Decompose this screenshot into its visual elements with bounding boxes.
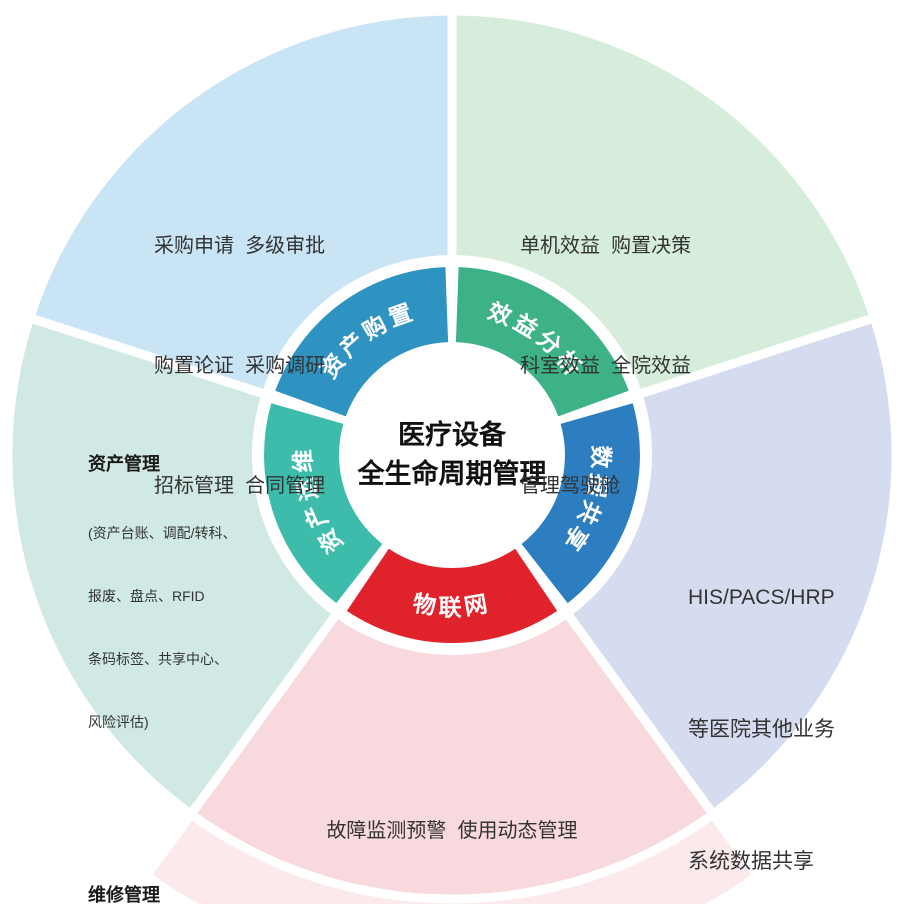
ops-block-title: 资产管理 [88, 454, 160, 474]
ring-label-iot: 物联网 [411, 590, 493, 620]
text-line: HIS/PACS/HRP [688, 586, 835, 609]
ops-block-title: 维修管理 [88, 885, 160, 904]
sector-text-data-sharing: HIS/PACS/HRP 等医院其他业务 系统数据共享 [688, 488, 835, 904]
center-title-line1: 医疗设备 [398, 419, 506, 450]
sector-text-benefit: 单机效益 购置决策 科室效益 全院效益 管理驾驶舱 [520, 146, 691, 586]
text-line: 故障监测预警 使用动态管理 [326, 820, 578, 842]
ring-iot [346, 548, 558, 644]
text-line: 招标管理 合同管理 [154, 475, 326, 497]
text-line: (资产台账、调配/转科、 [88, 525, 237, 541]
ops-block-repair: 维修管理 （报修管理、维修处理、 备件管理、维修评价） [88, 817, 242, 904]
sector-iot [184, 447, 720, 904]
center-title-line2: 全生命周期管理 [357, 459, 547, 489]
ops-block-asset: 资产管理 (资产台账、调配/转科、 报废、盘点、RFID 条码标签、共享中心、 … [88, 412, 242, 775]
text-line: 采购申请 多级审批 [154, 235, 326, 257]
text-line: 系统数据共享 [688, 850, 814, 873]
text-line: 购置论证 采购调研 [154, 355, 326, 377]
sector-text-iot: 故障监测预警 使用动态管理 关键部件监控 智能月度报告 [326, 726, 577, 904]
ring-data-sharing [521, 403, 640, 604]
text-line: 条码标签、共享中心、 [88, 651, 228, 667]
sector-text-acquisition: 采购申请 多级审批 购置论证 采购调研 招标管理 合同管理 [154, 146, 325, 586]
text-line: 等医院其他业务 [688, 718, 835, 741]
sector-text-operations: 资产管理 (资产台账、调配/转科、 报废、盘点、RFID 条码标签、共享中心、 … [88, 370, 242, 904]
text-line: 报废、盘点、RFID [88, 588, 205, 604]
ring-acquisition [275, 267, 449, 417]
text-line: 单机效益 购置决策 [520, 235, 692, 257]
text-line: 风险评估) [88, 714, 149, 730]
center-title: 医疗设备 全生命周期管理 [358, 416, 547, 494]
ring-benefit [455, 267, 629, 417]
text-line: 科室效益 全院效益 [520, 355, 692, 377]
ring-operations [264, 403, 383, 604]
text-line: 管理驾驶舱 [520, 475, 620, 497]
